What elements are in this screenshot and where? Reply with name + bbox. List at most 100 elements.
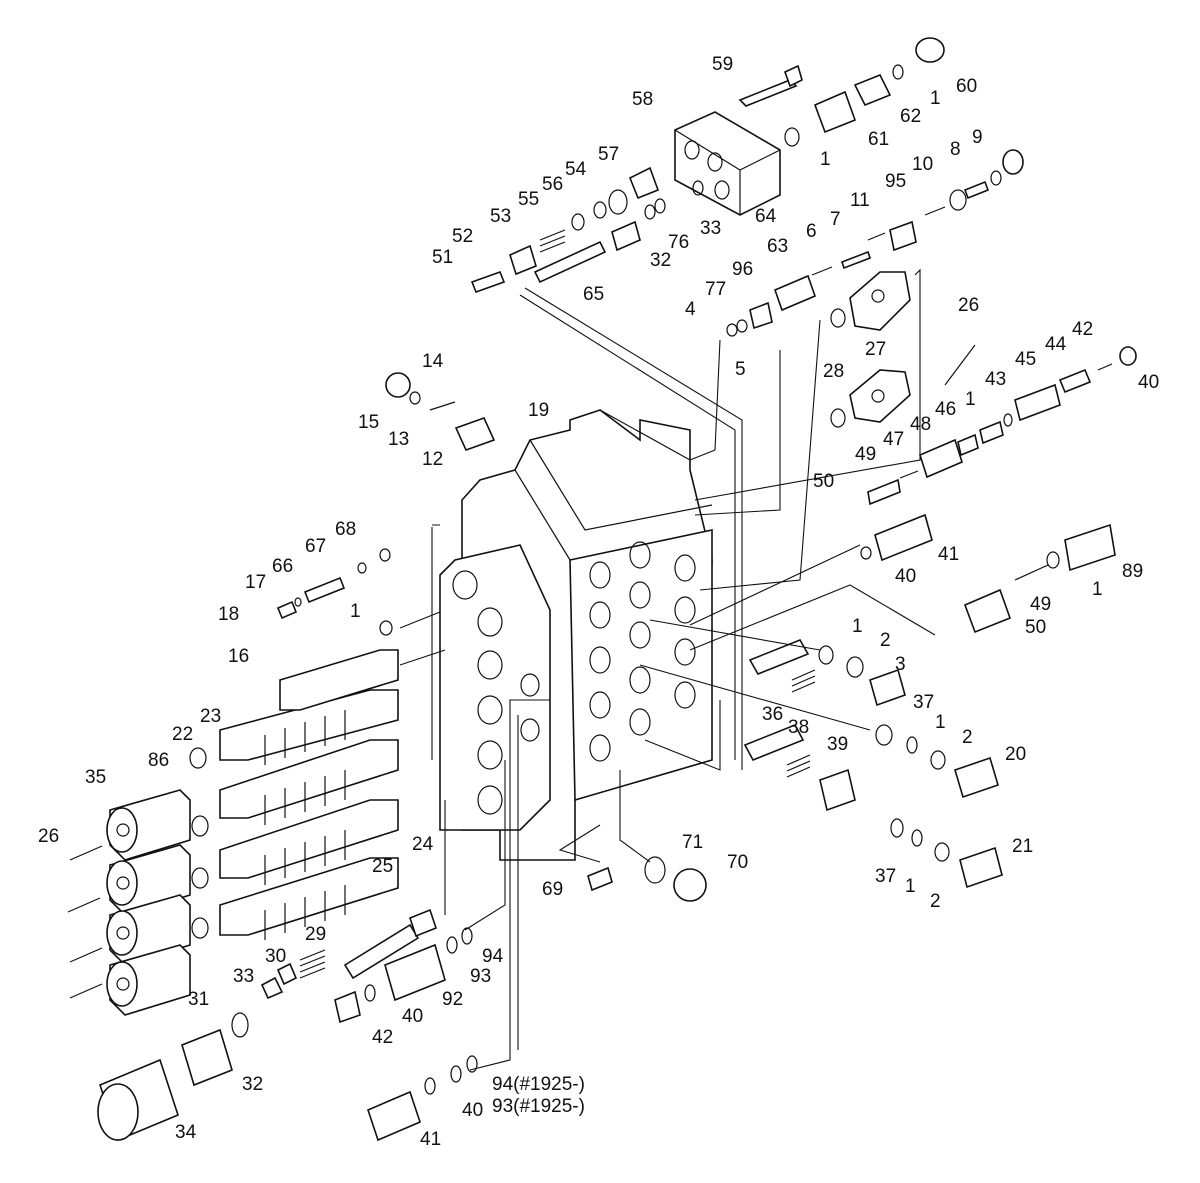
callout-labels: 59 60 58 62 1 61 1 57 54 56 55 64 33 53 … <box>38 54 1159 1150</box>
label-2: 2 <box>930 891 941 912</box>
label-89: 89 <box>1122 561 1143 582</box>
body-ports <box>452 541 696 815</box>
valve-body <box>439 409 713 861</box>
label-5: 5 <box>735 359 746 380</box>
label-1: 1 <box>820 149 831 170</box>
label-51: 51 <box>432 247 453 268</box>
label-35: 35 <box>85 767 106 788</box>
label-16: 16 <box>228 646 249 667</box>
label-36: 36 <box>762 704 783 725</box>
label-40: 40 <box>1138 372 1159 393</box>
label-94: 94 <box>482 946 504 967</box>
label-54: 54 <box>565 159 587 180</box>
label-3: 3 <box>895 654 906 675</box>
label-71: 71 <box>682 832 703 853</box>
label-31: 31 <box>188 989 209 1010</box>
label-25: 25 <box>372 856 393 877</box>
label-59: 59 <box>712 54 733 75</box>
label-93: 93 <box>470 966 491 987</box>
label-33: 33 <box>700 218 721 239</box>
label-7: 7 <box>830 209 841 230</box>
label-92: 92 <box>442 989 463 1010</box>
label-50: 50 <box>813 471 834 492</box>
label-47: 47 <box>883 429 904 450</box>
label-86: 86 <box>148 750 169 771</box>
label-11: 11 <box>850 190 870 211</box>
label-96: 96 <box>732 259 753 280</box>
label-77: 77 <box>705 279 726 300</box>
label-34: 34 <box>175 1122 197 1143</box>
label-2: 2 <box>880 630 891 651</box>
assembly-lines <box>399 268 936 1071</box>
label-41: 41 <box>938 544 959 565</box>
label-26: 26 <box>958 295 979 316</box>
label-58: 58 <box>632 89 653 110</box>
label-15: 15 <box>358 412 379 433</box>
label-65: 65 <box>583 284 604 305</box>
label-76: 76 <box>668 232 689 253</box>
label-26: 26 <box>38 826 59 847</box>
label-44: 44 <box>1045 334 1067 355</box>
spools <box>219 649 399 940</box>
flange-plates-27 <box>849 271 911 423</box>
label-1: 1 <box>935 712 946 733</box>
label-49: 49 <box>855 444 876 465</box>
label-13: 13 <box>388 429 409 450</box>
label-56: 56 <box>542 174 563 195</box>
label-6: 6 <box>806 221 817 242</box>
label-32: 32 <box>242 1074 263 1095</box>
end-covers-35 <box>67 789 191 1016</box>
label-70: 70 <box>727 852 748 873</box>
label-64: 64 <box>755 206 777 227</box>
label-21: 21 <box>1012 836 1033 857</box>
label-45: 45 <box>1015 349 1036 370</box>
label-27: 27 <box>865 339 886 360</box>
label-28: 28 <box>823 361 844 382</box>
label-40: 40 <box>402 1006 423 1027</box>
label-48: 48 <box>910 414 931 435</box>
label-1: 1 <box>1092 579 1103 600</box>
label-49: 49 <box>1030 594 1051 615</box>
label-95: 95 <box>885 171 906 192</box>
label-60: 60 <box>956 76 977 97</box>
label-50: 50 <box>1025 617 1046 638</box>
label-40: 40 <box>462 1100 483 1121</box>
label-14: 14 <box>422 351 444 372</box>
label-32: 32 <box>650 250 671 271</box>
label-37: 37 <box>913 692 934 713</box>
label-29: 29 <box>305 924 326 945</box>
label-46: 46 <box>935 399 956 420</box>
label-38: 38 <box>788 717 809 738</box>
label-69: 69 <box>542 879 563 900</box>
label-1: 1 <box>350 601 361 622</box>
label-10: 10 <box>912 154 933 175</box>
label-42: 42 <box>1072 319 1093 340</box>
label-37: 37 <box>875 866 896 887</box>
label-61: 61 <box>868 129 889 150</box>
label-33: 33 <box>233 966 254 987</box>
label-43: 43 <box>985 369 1006 390</box>
label-39: 39 <box>827 734 848 755</box>
label-12: 12 <box>422 449 443 470</box>
label-20: 20 <box>1005 744 1026 765</box>
label-55: 55 <box>518 189 539 210</box>
label-94-1925: 94(#1925-) <box>492 1074 585 1095</box>
top-block-58 <box>674 111 781 216</box>
label-53: 53 <box>490 206 511 227</box>
label-18: 18 <box>218 604 239 625</box>
label-93-1925: 93(#1925-) <box>492 1096 585 1117</box>
label-22: 22 <box>172 724 193 745</box>
label-9: 9 <box>972 127 983 148</box>
label-67: 67 <box>305 536 326 557</box>
label-24: 24 <box>412 834 434 855</box>
label-40: 40 <box>895 566 916 587</box>
small-parts <box>97 37 1137 1142</box>
label-57: 57 <box>598 144 619 165</box>
label-4: 4 <box>685 299 696 320</box>
label-30: 30 <box>265 946 286 967</box>
label-42: 42 <box>372 1027 393 1048</box>
label-8: 8 <box>950 139 961 160</box>
label-1: 1 <box>965 389 976 410</box>
label-1: 1 <box>905 876 916 897</box>
